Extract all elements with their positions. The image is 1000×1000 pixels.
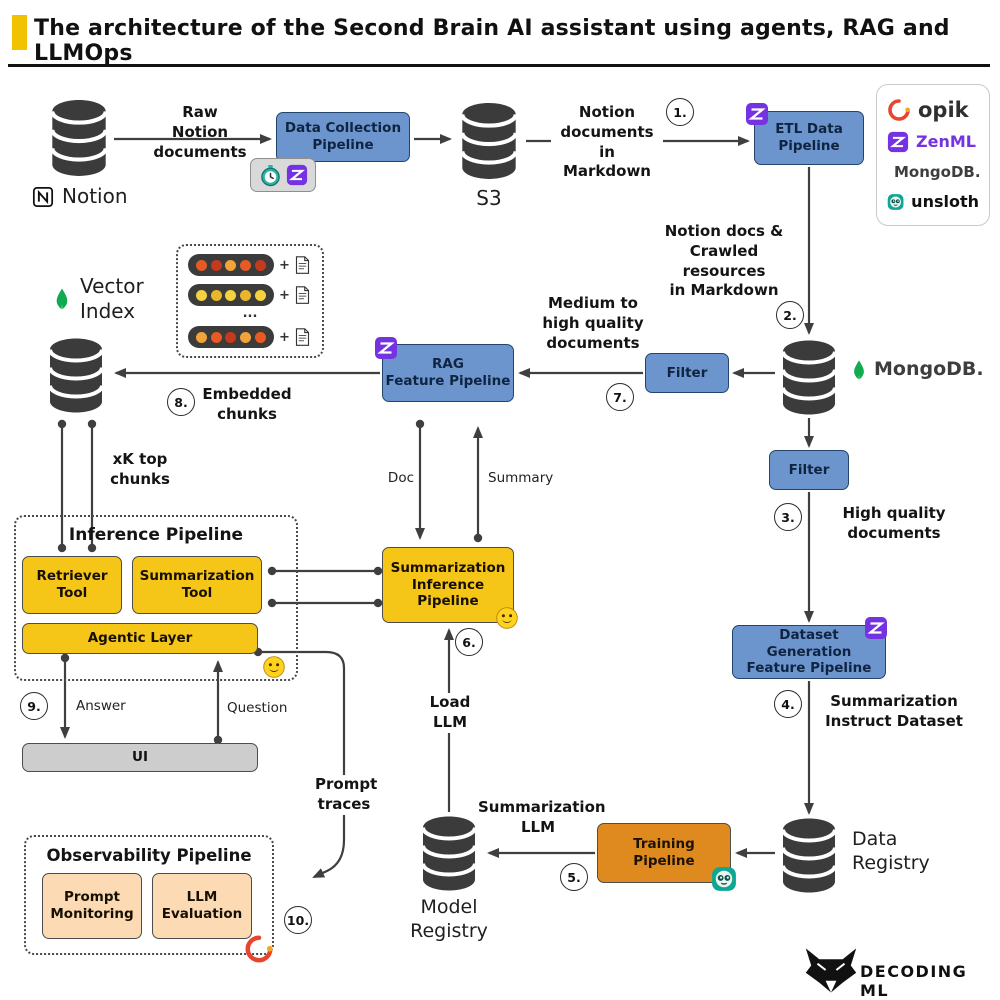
opik-icon [887, 98, 911, 122]
embedding-row: + [188, 284, 310, 306]
huggingface-icon [262, 655, 286, 679]
zenml-icon [286, 164, 308, 186]
connector-dots [57, 419, 483, 745]
llm-evaluation-node: LLM Evaluation [152, 873, 252, 939]
decoding-ml-fox-icon [804, 946, 858, 994]
title-accent-bar [12, 15, 27, 50]
edge-label-load-llm: Load LLM [424, 693, 476, 733]
data-registry-database-icon [777, 817, 841, 894]
edge-label-high-quality: High quality documents [842, 504, 946, 542]
embedding-vector-pill [188, 284, 274, 306]
filter-node-top: Filter [645, 353, 729, 393]
edge-label-medium-quality: Medium to high quality documents [542, 294, 644, 352]
legend-zenml: ZenML [887, 131, 979, 153]
edge-label-summary: Summary [488, 470, 554, 486]
inference-pipeline-title: Inference Pipeline [68, 525, 244, 545]
zenml-icon [864, 616, 888, 640]
edge-label-prompt-traces: Prompt traces [312, 775, 377, 815]
step-2-badge: 2. [776, 301, 804, 329]
edge-label-notion-crawled: Notion docs & Crawled resources in Markd… [664, 222, 784, 300]
edge-label-doc: Doc [387, 470, 414, 486]
edge-label-summarization-llm: Summarization LLM [478, 798, 606, 836]
training-pipeline-node: Training Pipeline [597, 823, 731, 883]
embedding-row: + [188, 326, 310, 348]
decoding-ml-brand: DECODING ML [860, 962, 968, 1000]
document-icon [295, 286, 310, 304]
data-collection-tools-chip [250, 158, 316, 192]
unsloth-icon [887, 191, 904, 213]
notion-icon [32, 186, 54, 208]
embedding-row: + [188, 254, 310, 276]
notion-label: Notion [32, 184, 128, 209]
data-collection-pipeline-node: Data Collection Pipeline [276, 112, 410, 162]
opik-icon [244, 934, 274, 964]
zenml-icon [887, 131, 909, 153]
legend-opik: opik [887, 98, 979, 122]
edge-label-summarization-dataset: Summarization Instruct Dataset [825, 692, 963, 730]
huggingface-icon [495, 606, 519, 630]
observability-pipeline-title: Observability Pipeline [46, 846, 252, 865]
tech-stack-legend: opik ZenML MongoDB. unsloth [876, 84, 990, 226]
edge-label-raw-notion-documents: Raw Notion documents [153, 103, 247, 161]
legend-unsloth: unsloth [887, 191, 979, 213]
mongodb-leaf-icon [848, 359, 870, 381]
vector-index-database-icon [44, 337, 108, 414]
edge-label-question: Question [227, 700, 288, 716]
step-5-badge: 5. [560, 863, 588, 891]
embedding-vector-pill [188, 326, 274, 348]
embedding-ellipsis: ... [242, 306, 258, 321]
rag-feature-pipeline-node: RAG Feature Pipeline [382, 344, 514, 402]
filter-node-right: Filter [769, 450, 849, 490]
summarization-inference-pipeline-node: Summarization Inference Pipeline [382, 547, 514, 623]
unsloth-icon [711, 866, 737, 892]
embeddings-visualization-box: + + ... + [176, 244, 324, 358]
prompt-monitoring-node: Prompt Monitoring [42, 873, 142, 939]
retriever-tool-node: Retriever Tool [22, 556, 122, 614]
scheduler-clock-icon [259, 164, 282, 187]
agentic-layer-node: Agentic Layer [22, 623, 258, 654]
step-7-badge: 7. [606, 383, 634, 411]
step-9-badge: 9. [20, 692, 48, 720]
mongodb-database-icon [777, 339, 841, 416]
page-title: The architecture of the Second Brain AI … [34, 16, 950, 66]
summarization-tool-node: Summarization Tool [132, 556, 262, 614]
vector-index-label: Vector Index [50, 274, 144, 324]
mongodb-label: MongoDB. [848, 358, 984, 382]
dataset-generation-pipeline-node: Dataset Generation Feature Pipeline [732, 625, 886, 679]
edge-prompt-traces [258, 650, 346, 878]
document-icon [295, 328, 310, 346]
title-divider [8, 64, 990, 67]
step-4-badge: 4. [774, 690, 802, 718]
step-1-badge: 1. [666, 98, 694, 126]
step-3-badge: 3. [774, 503, 802, 531]
step-10-badge: 10. [284, 906, 312, 934]
edge-label-answer: Answer [76, 698, 126, 714]
legend-mongodb: MongoDB. [887, 162, 981, 182]
model-registry-database-icon [417, 815, 481, 892]
edge-label-notion-docs-markdown: Notion documents in Markdown [551, 103, 663, 183]
zenml-icon [374, 336, 398, 360]
etl-data-pipeline-node: ETL Data Pipeline [754, 111, 864, 165]
edge-label-embedded-chunks: Embedded chunks [202, 385, 292, 423]
embedding-vector-pill [188, 254, 274, 276]
document-icon [295, 256, 310, 274]
s3-label: S3 [476, 186, 502, 210]
s3-database-icon [456, 102, 522, 180]
step-8-badge: 8. [167, 388, 195, 416]
data-registry-label: Data Registry [852, 828, 930, 874]
edge-label-xk-top-chunks: xK top chunks [110, 450, 170, 488]
mongodb-leaf-icon [50, 287, 74, 311]
model-registry-label: Model Registry [410, 896, 488, 942]
inference-pipeline-box [14, 515, 298, 681]
zenml-icon [745, 102, 769, 126]
step-6-badge: 6. [455, 628, 483, 656]
notion-database-icon [46, 99, 112, 177]
ui-node: UI [22, 743, 258, 772]
